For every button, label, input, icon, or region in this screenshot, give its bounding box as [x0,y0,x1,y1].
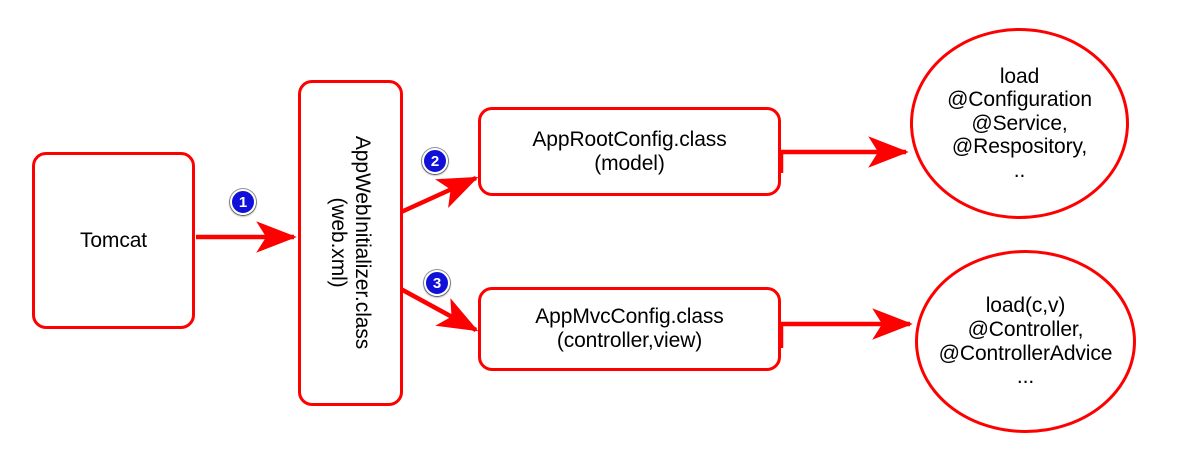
step-badge-3: 3 [424,270,450,296]
step-badge-1: 1 [230,189,256,215]
node-app-root-config-label: AppRootConfig.class (model) [532,127,727,175]
node-app-mvc-config-label: AppMvcConfig.class (controller,view) [535,305,724,352]
node-root-context-load-label: load @Configuration @Service, @Resposito… [947,64,1092,182]
node-tomcat[interactable]: Tomcat [32,152,195,329]
step-badge-2: 2 [422,148,448,174]
node-mvc-context-load[interactable]: load(c,v) @Controller, @ControllerAdvice… [915,250,1136,433]
step-badge-3-number: 3 [432,274,442,292]
node-tomcat-label: Tomcat [79,228,148,252]
node-app-mvc-config[interactable]: AppMvcConfig.class (controller,view) [478,287,781,371]
step-badge-1-number: 1 [238,193,248,211]
edge-mvcconfig-to-mvcload [778,308,913,348]
node-root-context-load[interactable]: load @Configuration @Service, @Resposito… [910,28,1129,219]
node-app-root-config[interactable]: AppRootConfig.class (model) [478,107,781,196]
edge-rootconfig-to-rootload [778,136,909,173]
edge-webinitializer-to-rootconfig [398,175,479,216]
node-mvc-context-load-label: load(c,v) @Controller, @ControllerAdvice… [938,294,1113,389]
node-web-initializer[interactable]: AppWebInitializer.class (web.xml) [298,80,403,406]
step-badge-2-number: 2 [430,152,440,170]
node-web-initializer-label: AppWebInitializer.class (web.xml) [327,136,375,350]
